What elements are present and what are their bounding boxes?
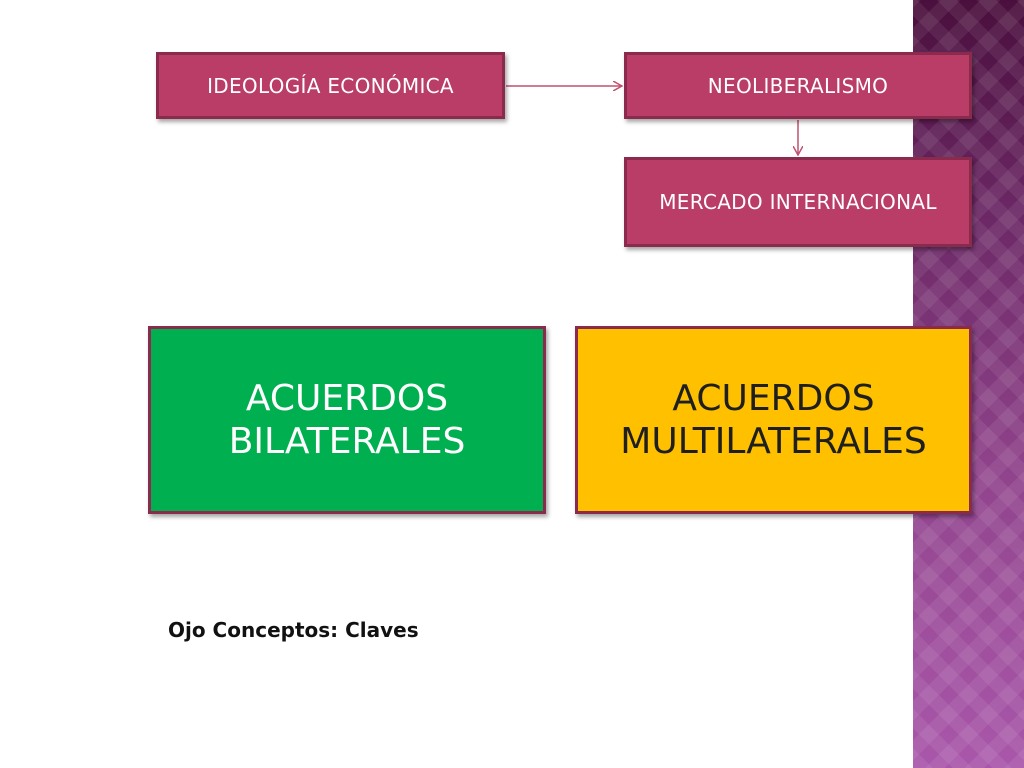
key-concepts-note: Ojo Conceptos: Claves (168, 618, 419, 642)
node-label-line-1: ACUERDOS (245, 377, 449, 419)
node-label-line-2: MULTILATERALES (620, 421, 927, 462)
node-neoliberalismo: NEOLIBERALISMO (624, 52, 972, 119)
node-acuerdos-multilaterales: ACUERDOS MULTILATERALES (575, 326, 972, 514)
node-label: MERCADO INTERNACIONAL (659, 190, 937, 214)
node-label-line-1: ACUERDOS (672, 377, 875, 419)
node-label-line-2: BILATERALES (228, 421, 466, 462)
node-ideologia-economica: IDEOLOGÍA ECONÓMICA (156, 52, 505, 119)
node-label: NEOLIBERALISMO (707, 73, 889, 98)
node-acuerdos-bilaterales: ACUERDOS BILATERALES (148, 326, 546, 514)
node-mercado-internacional: MERCADO INTERNACIONAL (624, 157, 972, 247)
node-label: IDEOLOGÍA ECONÓMICA (207, 73, 454, 98)
